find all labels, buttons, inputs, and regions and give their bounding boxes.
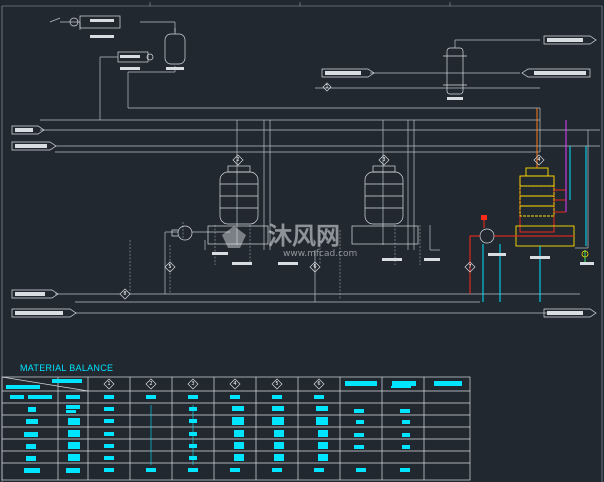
svg-text:7: 7: [468, 264, 471, 270]
stream-diamond: 2: [232, 154, 244, 166]
stream-diamond: 1: [322, 82, 332, 92]
balance-stream-headers: 1 2 3 4 5 6: [103, 378, 325, 390]
balance-stream-header: 5: [271, 378, 283, 390]
yellow-instrument: [581, 250, 589, 258]
red-valve: [481, 215, 487, 220]
equipment-tags: [90, 19, 594, 265]
equipment: [69, 15, 495, 245]
stream-diamond: 8: [119, 288, 131, 300]
svg-text:6: 6: [317, 381, 320, 387]
stream-diamond: 7: [464, 261, 476, 273]
svg-text:3: 3: [382, 157, 385, 163]
terminal-text-bars: [15, 38, 586, 315]
stream-diamond: 3: [378, 154, 390, 166]
stream-diamond: 6: [309, 261, 321, 273]
stream-diamonds: 1 2 3 4 5 6 7 8: [119, 82, 545, 300]
svg-text:4: 4: [537, 157, 540, 163]
svg-text:1: 1: [107, 381, 110, 387]
svg-text:6: 6: [313, 264, 316, 270]
table-header-text: [6, 379, 462, 389]
colored-streams: [469, 108, 587, 302]
balance-stream-header: 6: [313, 378, 325, 390]
stream-diamond: 5: [164, 261, 176, 273]
svg-text:4: 4: [233, 381, 236, 387]
svg-text:5: 5: [168, 264, 171, 270]
balance-stream-header: 1: [103, 378, 115, 390]
svg-text:2: 2: [149, 381, 152, 387]
table-column-ticks: [150, 405, 194, 465]
svg-text:5: 5: [275, 381, 278, 387]
material-balance-title: MATERIAL BALANCE: [20, 363, 113, 373]
stream-diamond: 4: [533, 154, 545, 166]
table-cells: [10, 395, 410, 473]
watermark-cn: 沐风网: [268, 222, 340, 250]
material-balance-table: [1, 376, 471, 481]
balance-stream-header: 3: [187, 378, 199, 390]
svg-text:1: 1: [325, 84, 328, 90]
line-terminals: [11, 35, 597, 318]
watermark-logo: [222, 226, 246, 248]
svg-text:8: 8: [123, 291, 126, 297]
watermark: 沐风网 www.mfcad.com: [222, 222, 357, 259]
balance-stream-header: 4: [229, 378, 241, 390]
balance-stream-header: 2: [145, 378, 157, 390]
svg-text:3: 3: [191, 381, 194, 387]
watermark-en: www.mfcad.com: [283, 249, 357, 259]
red-scrubber-tower: [515, 167, 575, 247]
svg-text:2: 2: [236, 157, 239, 163]
